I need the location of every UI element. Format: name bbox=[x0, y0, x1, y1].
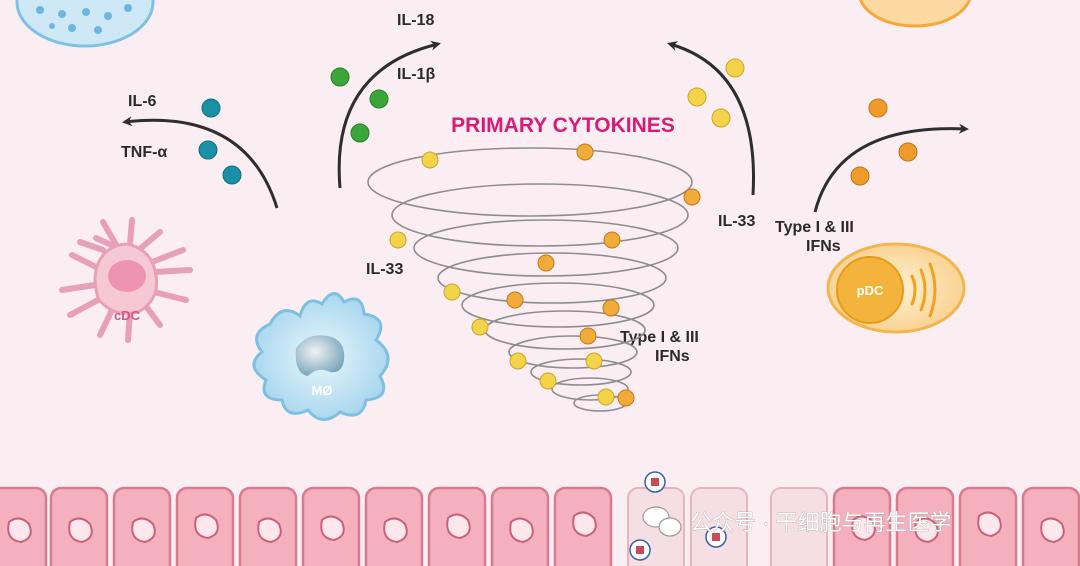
il18-il1b-dots bbox=[330, 67, 389, 143]
arrow-ifn bbox=[813, 123, 969, 213]
tornado-orange-dots bbox=[506, 143, 701, 407]
cdc-label: cDC bbox=[114, 308, 141, 323]
cytokine-tornado bbox=[367, 147, 693, 412]
label-il18: IL-18 bbox=[397, 12, 434, 29]
watermark-text: 公众号 · 干细胞与再生医学 bbox=[690, 510, 952, 535]
label-ifn-center-line1: Type I & III bbox=[620, 329, 699, 346]
label-tnfa: TNF-α bbox=[121, 144, 167, 161]
label-il33-right: IL-33 bbox=[718, 213, 755, 230]
arrow-il6-tnf bbox=[122, 116, 279, 209]
pdc-cell: pDC bbox=[826, 242, 966, 334]
virus-particles bbox=[629, 471, 727, 561]
macrophage-label: MØ bbox=[312, 383, 333, 398]
label-ifn-center-line2: IFNs bbox=[655, 348, 690, 365]
epithelium-layer bbox=[0, 471, 1080, 566]
blue-cell-partial bbox=[15, 0, 155, 48]
tornado-yellow-dots bbox=[389, 151, 615, 406]
orange-cell-partial bbox=[858, 0, 972, 28]
label-ifn-right-line1: Type I & III bbox=[775, 219, 854, 236]
label-il33-left: IL-33 bbox=[366, 261, 403, 278]
cdc-cell: cDC bbox=[59, 217, 193, 343]
il33-dots bbox=[687, 58, 745, 128]
il6-tnf-dots bbox=[198, 98, 242, 185]
wechat-icon bbox=[642, 506, 682, 537]
arrow-il33 bbox=[667, 41, 756, 196]
arrow-il18-il1b bbox=[337, 40, 441, 189]
epithelial-cells bbox=[0, 486, 1080, 566]
title: PRIMARY CYTOKINES bbox=[451, 114, 675, 137]
watermark: 公众号 · 干细胞与再生医学 bbox=[642, 506, 952, 537]
label-ifn-right-line2: IFNs bbox=[806, 238, 841, 255]
ifn-dots bbox=[850, 98, 918, 186]
label-il6: IL-6 bbox=[128, 93, 157, 110]
pdc-label: pDC bbox=[857, 283, 884, 298]
macrophage-cell: MØ bbox=[252, 292, 390, 421]
label-il1b: IL-1β bbox=[397, 66, 435, 83]
